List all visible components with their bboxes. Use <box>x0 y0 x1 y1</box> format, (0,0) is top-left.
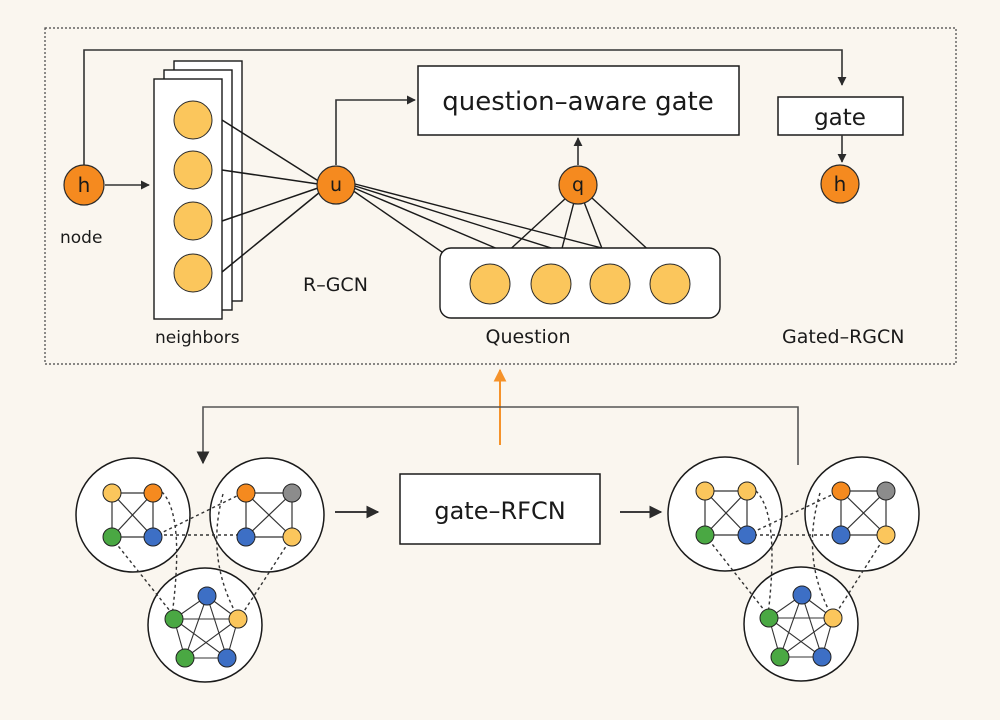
graph-node <box>102 483 122 503</box>
graph-node <box>695 481 715 501</box>
output-node-glyph: h <box>834 172 847 196</box>
question-box <box>439 247 721 319</box>
graph-node <box>282 527 302 547</box>
graph-node <box>792 585 812 605</box>
gate-rfcn-label: gate–RFCN <box>434 497 565 525</box>
graph-node <box>236 483 256 503</box>
aggregate-node-glyph: u <box>330 174 342 196</box>
rgcn-label: R–GCN <box>303 274 368 296</box>
u-to-gate-arrow <box>335 95 416 165</box>
question-node-glyph: q <box>572 174 584 196</box>
question-word-node <box>469 263 511 305</box>
graph-node <box>197 586 217 606</box>
gate-box: gate <box>777 96 904 136</box>
question-caption: Question <box>486 326 571 348</box>
aggregate-node-u: u <box>316 165 356 205</box>
graph-node <box>876 525 896 545</box>
neighbor-node <box>173 150 213 190</box>
question-aware-gate-label: question–aware gate <box>442 87 713 117</box>
input-graph-cluster <box>75 457 325 683</box>
question-word-node <box>530 263 572 305</box>
graph-node <box>737 525 757 545</box>
neighbors-caption: neighbors <box>155 328 240 348</box>
graph-node <box>737 481 757 501</box>
graph-node <box>695 525 715 545</box>
neighbor-node <box>173 100 213 140</box>
graph-node <box>228 609 248 629</box>
node-caption: node <box>60 228 102 248</box>
graph-node <box>282 483 302 503</box>
neighbor-node <box>173 201 213 241</box>
input-node-glyph: h <box>78 173 91 197</box>
neighbors-stack <box>153 60 243 320</box>
graph-node <box>812 647 832 667</box>
graph-node <box>236 527 256 547</box>
gated-rgcn-label: Gated–RGCN <box>782 326 904 348</box>
gated-rgcn-panel <box>44 27 957 365</box>
graph-node <box>831 525 851 545</box>
graph-node <box>143 483 163 503</box>
graph-node <box>759 608 779 628</box>
input-node-h: h <box>63 164 105 206</box>
graph-node <box>823 608 843 628</box>
skip-connection-arrow <box>83 49 847 165</box>
graph-node <box>217 648 237 668</box>
graph-node <box>175 648 195 668</box>
feedback-loop-line <box>196 406 799 465</box>
graph-node <box>102 527 122 547</box>
output-graph-cluster <box>667 456 920 682</box>
neighbor-to-u-edges <box>221 119 321 273</box>
question-node-q: q <box>558 165 598 205</box>
gate-label: gate <box>814 105 866 131</box>
question-word-node <box>649 263 691 305</box>
question-word-node <box>589 263 631 305</box>
output-node-h: h <box>820 164 860 204</box>
gate-rfcn-box: gate–RFCN <box>399 473 601 545</box>
graph-node <box>770 647 790 667</box>
graph-node <box>143 527 163 547</box>
graph-node <box>831 481 851 501</box>
graph-node <box>876 481 896 501</box>
graph-node <box>164 609 184 629</box>
question-aware-gate-box: question–aware gate <box>417 65 740 136</box>
neighbor-node <box>173 253 213 293</box>
